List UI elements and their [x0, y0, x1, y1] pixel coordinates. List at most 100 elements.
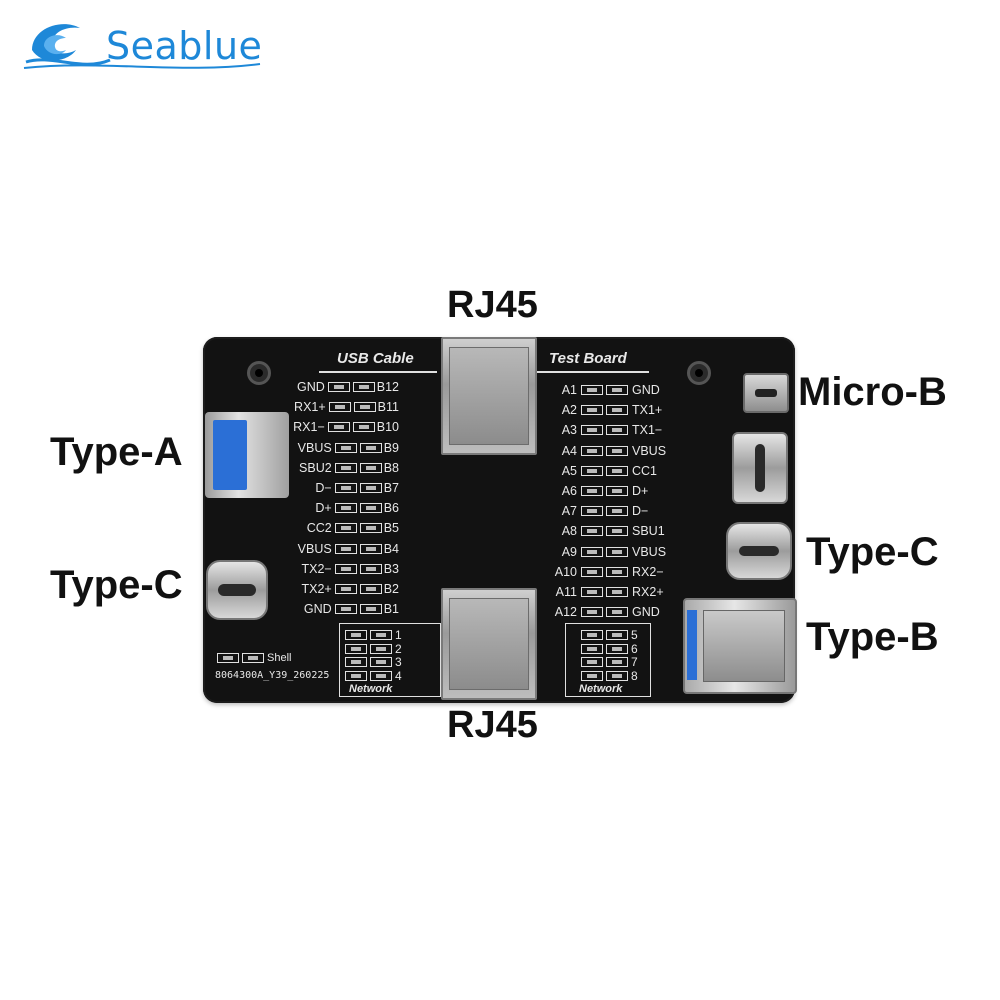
led-pair [581, 546, 628, 557]
led-pair [581, 566, 628, 577]
network-led-row: 6 [581, 642, 638, 656]
led-pair [327, 382, 375, 392]
led-pair [345, 670, 392, 681]
led-pair [581, 445, 628, 456]
wave-logo-icon [25, 24, 111, 66]
right-pin-row: A4 VBUS [553, 444, 666, 458]
pin-signal-label: SBU1 [632, 524, 665, 539]
pin-number-label: B3 [383, 561, 399, 576]
network-led-row: 7 [581, 655, 638, 669]
pin-signal-label: GND [632, 605, 660, 620]
pin-number-label: B10 [376, 420, 399, 435]
led-pair [581, 643, 628, 654]
network-pin-label: 8 [631, 668, 638, 683]
pin-number-label: A6 [561, 484, 577, 498]
pin-number-label: A12 [554, 605, 577, 620]
network-pin-label: 4 [395, 668, 402, 683]
led-pair [334, 503, 382, 514]
led-pair [334, 543, 382, 554]
type-c-vertical-port [732, 432, 788, 504]
left-pin-row: D−B7 [315, 481, 399, 495]
network-led-row: 3 [345, 655, 402, 669]
pin-number-label: A4 [561, 443, 577, 458]
pin-signal-label: TX1− [632, 423, 663, 438]
right-pin-row: A12 GND [553, 605, 660, 619]
rj45-bottom-connector [441, 588, 537, 700]
network-label-left: Network [349, 683, 393, 695]
type-b-label: Type-B [806, 615, 939, 659]
pin-number-label: B1 [383, 602, 399, 617]
left-pin-row: D+B6 [315, 501, 399, 515]
pin-number-label: A3 [561, 423, 577, 438]
led-pair [581, 385, 628, 395]
pin-signal-label: RX2+ [632, 585, 664, 599]
led-pair [581, 657, 628, 667]
led-pair [334, 483, 382, 493]
left-pin-row: TX2−B3 [301, 562, 399, 576]
pin-number-label: A5 [561, 463, 577, 478]
pin-number-label: B12 [376, 380, 399, 394]
led-pair [327, 422, 375, 433]
led-pair [581, 465, 628, 476]
led-pair [345, 630, 392, 640]
network-led-row: 8 [581, 669, 638, 683]
micro-b-port [743, 373, 789, 413]
mounting-hole [687, 361, 711, 385]
pin-signal-label: RX1− [293, 420, 325, 435]
pin-number-label: B11 [377, 400, 399, 415]
shell-led-row: Shell [217, 651, 291, 665]
network-pin-label: 5 [631, 628, 638, 642]
network-pin-label: 3 [395, 655, 402, 669]
pin-number-label: A10 [554, 564, 577, 579]
pin-signal-label: D− [632, 504, 649, 519]
right-pin-row: A5 CC1 [553, 464, 657, 478]
usb-cable-header: USB Cable [337, 350, 414, 367]
pin-number-label: B9 [383, 440, 399, 455]
rj45-top-label: RJ45 [447, 284, 538, 326]
pin-number-label: A8 [561, 524, 577, 539]
left-pin-row: RX1+ B11 [294, 400, 399, 414]
led-pair [581, 630, 628, 640]
pin-signal-label: CC1 [632, 463, 658, 478]
pin-number-label: A2 [561, 403, 577, 418]
led-pair [581, 587, 628, 597]
network-box-left [339, 623, 441, 697]
right-pin-row: A3 TX1− [553, 423, 663, 438]
shell-label: Shell [267, 652, 292, 664]
pin-number-label: B6 [383, 501, 399, 516]
pin-signal-label: VBUS [297, 541, 332, 556]
logo-swoosh-icon [23, 63, 261, 69]
pin-signal-label: RX1+ [294, 400, 326, 415]
led-pair [581, 526, 628, 537]
pin-number-label: B5 [383, 521, 399, 536]
header-underline [537, 371, 649, 373]
pin-signal-label: VBUS [632, 443, 667, 458]
led-pair [334, 462, 382, 473]
serial-number: 8064300A_Y39_260225 [215, 670, 330, 681]
led-pair [334, 563, 382, 574]
led-pair [581, 486, 628, 496]
type-b-port [683, 598, 797, 694]
type-a-label: Type-A [50, 430, 183, 474]
network-pin-label: 1 [395, 628, 402, 642]
pin-number-label: B8 [383, 460, 399, 475]
network-pin-label: 2 [395, 641, 402, 656]
type-a-port [205, 412, 289, 498]
pin-number-label: B2 [383, 582, 399, 596]
led-pair [581, 607, 628, 618]
brand-name: Seablue [106, 24, 263, 68]
pin-number-label: A1 [561, 383, 577, 397]
led-pair [345, 657, 392, 667]
led-pair [581, 506, 628, 517]
network-pin-label: 7 [631, 655, 638, 669]
network-label-right: Network [579, 683, 623, 695]
